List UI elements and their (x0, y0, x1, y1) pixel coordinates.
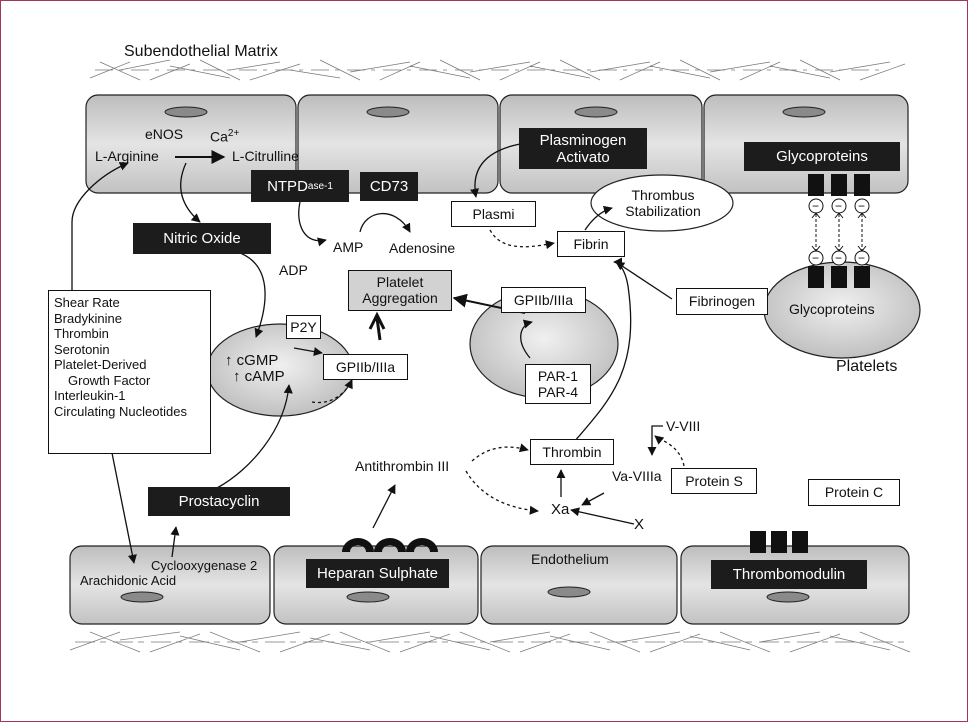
heparan-sulphate-box: Heparan Sulphate (306, 559, 449, 588)
adenosine-label: Adenosine (389, 240, 456, 256)
factor-xa-label: Xa (551, 501, 570, 518)
stimulus-item: Growth Factor (68, 372, 151, 388)
antithrombin-iii-label: Antithrombin III (355, 458, 450, 474)
factor-v-viii-label: V-VIII (666, 418, 701, 434)
stimulus-item: Platelet-Derived (54, 357, 147, 372)
protein-s-box: Protein S (671, 468, 757, 494)
thrombomodulin-box: Thrombomodulin (711, 560, 867, 589)
gpiib-iiia-bottom-box: GPIIb/IIIa (323, 354, 408, 380)
inhibit-symbol: − (858, 199, 866, 213)
arachidonic-acid-label: Arachidonic Acid (80, 573, 177, 588)
fibrin-box: Fibrin (557, 231, 625, 257)
stimulus-item: Circulating Nucleotides (54, 403, 187, 419)
stimulus-item: Thrombin (54, 326, 109, 341)
par-receptors-box: PAR-1 PAR-4 (525, 364, 591, 404)
cd73-box: CD73 (360, 172, 418, 201)
platelets-label: Platelets (836, 358, 898, 375)
inhibit-symbol: − (835, 251, 843, 265)
prostacyclin-box: Prostacyclin (148, 487, 290, 516)
stimulus-item: Interleukin-1 (54, 388, 126, 403)
stimulus-item: Bradykinine (54, 310, 122, 326)
inhibit-symbol: − (858, 251, 866, 265)
par-4-label: PAR-4 (537, 384, 579, 400)
plasminogen-activator-box: Plasminogen Activato (519, 128, 647, 169)
enos-label: eNOS (145, 126, 184, 142)
va-viiia-label: Va-VIIIa (612, 468, 662, 484)
cgmp-label: ↑ cGMP (225, 352, 279, 369)
fibrinogen-box: Fibrinogen (676, 288, 768, 315)
matrix-label: Subendothelial Matrix (124, 43, 278, 60)
factor-x-label: X (634, 516, 645, 533)
gpiib-iiia-top-box: GPIIb/IIIa (501, 287, 586, 313)
l-citrulline-label: L-Citrulline (232, 148, 299, 164)
par-1-label: PAR-1 (537, 368, 579, 384)
glycoproteins-platelet-label: Glycoproteins (789, 301, 875, 317)
calcium-label: Ca2+ (210, 128, 240, 145)
stimuli-list-box: Shear Rate Bradykinine Thrombin Serotoni… (48, 290, 211, 454)
endothelium-label: Endothelium (531, 551, 609, 567)
glycoprotein-receptors (808, 174, 870, 288)
glycoproteins-top-box: Glycoproteins (744, 142, 900, 171)
stimulus-item: Shear Rate (54, 295, 120, 310)
cyclooxygenase-2-label: Cyclooxygenase 2 (151, 558, 258, 573)
plasmin-box: Plasmi (451, 201, 536, 227)
matrix-hatching-top (89, 59, 906, 81)
matrix-hatching-bottom (69, 631, 911, 653)
amp-label: AMP (333, 239, 364, 255)
camp-label: ↑ cAMP (233, 368, 285, 385)
adp-label: ADP (279, 262, 308, 278)
p2y-receptor-box: P2Y (286, 315, 321, 339)
thrombus-stabilization-label: Thrombus Stabilization (625, 187, 701, 219)
l-arginine-label: L-Arginine (95, 148, 159, 164)
stimulus-item: Serotonin (54, 341, 110, 357)
inhibit-symbol: − (812, 199, 820, 213)
thrombin-box: Thrombin (530, 439, 614, 465)
protein-c-box: Protein C (808, 479, 900, 506)
nitric-oxide-box: Nitric Oxide (133, 223, 271, 254)
inhibit-symbol: − (812, 251, 820, 265)
inhibit-symbol: − (835, 199, 843, 213)
platelet-aggregation-box: Platelet Aggregation (348, 270, 452, 311)
